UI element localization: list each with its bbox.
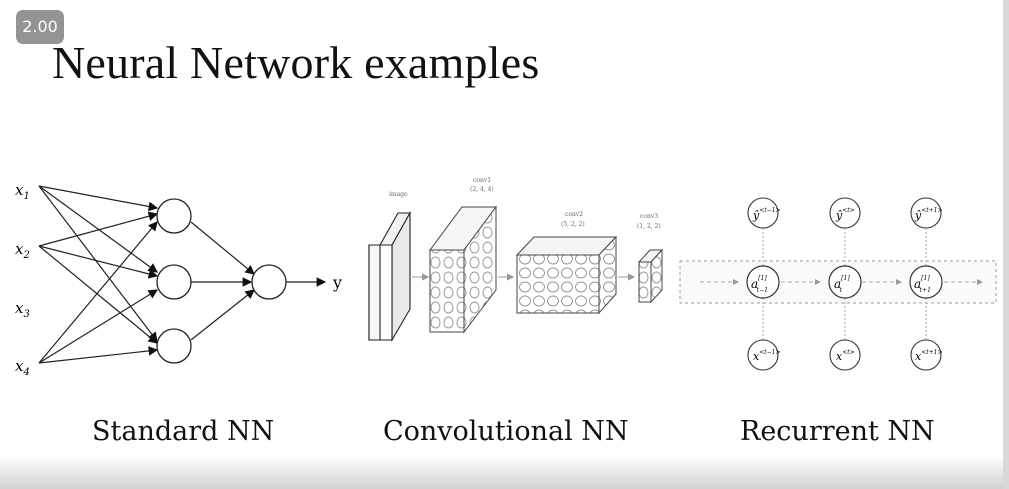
hidden-neuron-1: [156, 198, 192, 234]
svg-text:x<t+1>: x<t+1>: [915, 349, 943, 363]
conv3-label: conv3: [640, 213, 658, 220]
rnn-hidden-node-2: a[1]t: [828, 265, 862, 299]
svg-text:x<t−1>: x<t−1>: [753, 349, 781, 363]
conv3-dims: (1, 2, 2): [637, 223, 661, 230]
svg-text:x<t>: x<t>: [836, 349, 855, 363]
playback-speed-badge[interactable]: 2.00: [16, 10, 64, 44]
conv2-dims: (5, 2, 2): [561, 221, 585, 228]
input-x1-label: x1: [15, 181, 30, 202]
video-right-edge: [1003, 0, 1009, 489]
input-labels: x1 x2 x3 x4: [15, 181, 30, 378]
conv2-volume: [515, 235, 618, 315]
rnn-output-nodes: ŷ<t−1> ŷ<t> ŷ<t+1>: [747, 197, 943, 229]
input-x4-label: x4: [15, 357, 30, 378]
hidden-neuron-3: [156, 328, 192, 364]
output-y-label: y: [332, 273, 342, 292]
rnn-input-nodes: x<t−1> x<t> x<t+1>: [747, 339, 943, 371]
svg-text:ŷ<t>: ŷ<t>: [835, 207, 855, 222]
slide-title: Neural Network examples: [52, 37, 540, 88]
standard-nn-diagram: x1 x2 x3 x4: [15, 181, 342, 378]
rnn-output-node-3: ŷ<t+1>: [910, 197, 943, 229]
convolutional-nn-caption: Convolutional NN: [383, 416, 629, 447]
conv1-dims: (2, 4, 4): [470, 186, 494, 193]
rnn-input-node-2: x<t>: [829, 339, 861, 371]
svg-text:a[1]t: a[1]t: [834, 275, 850, 294]
recurrent-nn-diagram: ŷ<t−1> ŷ<t> ŷ<t+1> a[1]t−1 a[: [679, 197, 997, 371]
standard-nn-caption: Standard NN: [92, 416, 275, 447]
svg-text:a[1]t+1: a[1]t+1: [914, 275, 931, 294]
rnn-input-node-3: x<t+1>: [910, 339, 943, 371]
rnn-hidden-nodes: a[1]t−1 a[1]t a[1]t+1: [746, 265, 943, 299]
hidden-layer: [156, 198, 192, 364]
conv3-volume: [637, 248, 664, 304]
rnn-output-node-2: ŷ<t>: [829, 197, 861, 229]
convolutional-nn-diagram: image conv1 (2, 4, 4) conv2 (5, 2, 2): [368, 177, 664, 343]
hidden-edges: [190, 221, 255, 341]
image-layer: [368, 210, 411, 343]
input-edges: [38, 185, 159, 364]
recurrent-nn-caption: Recurrent NN: [740, 416, 935, 447]
conv2-label: conv2: [565, 211, 583, 218]
svg-text:ŷ<t−1>: ŷ<t−1>: [752, 207, 781, 222]
conv1-volume: [429, 205, 497, 334]
rnn-hidden-node-1: a[1]t−1: [746, 265, 780, 299]
output-neuron: [251, 264, 287, 300]
video-bottom-gradient: [0, 455, 1009, 489]
svg-text:ŷ<t+1>: ŷ<t+1>: [914, 207, 943, 222]
hidden-neuron-2: [156, 264, 192, 300]
input-x3-label: x3: [15, 299, 30, 320]
input-x2-label: x2: [15, 240, 30, 261]
rnn-input-node-1: x<t−1>: [747, 339, 781, 371]
svg-text:a[1]t−1: a[1]t−1: [751, 275, 768, 294]
image-label: image: [389, 191, 408, 198]
rnn-hidden-node-3: a[1]t+1: [909, 265, 943, 299]
recurrent-connections: [700, 228, 983, 340]
conv1-label: conv1: [473, 177, 491, 184]
rnn-output-node-1: ŷ<t−1>: [747, 197, 781, 229]
